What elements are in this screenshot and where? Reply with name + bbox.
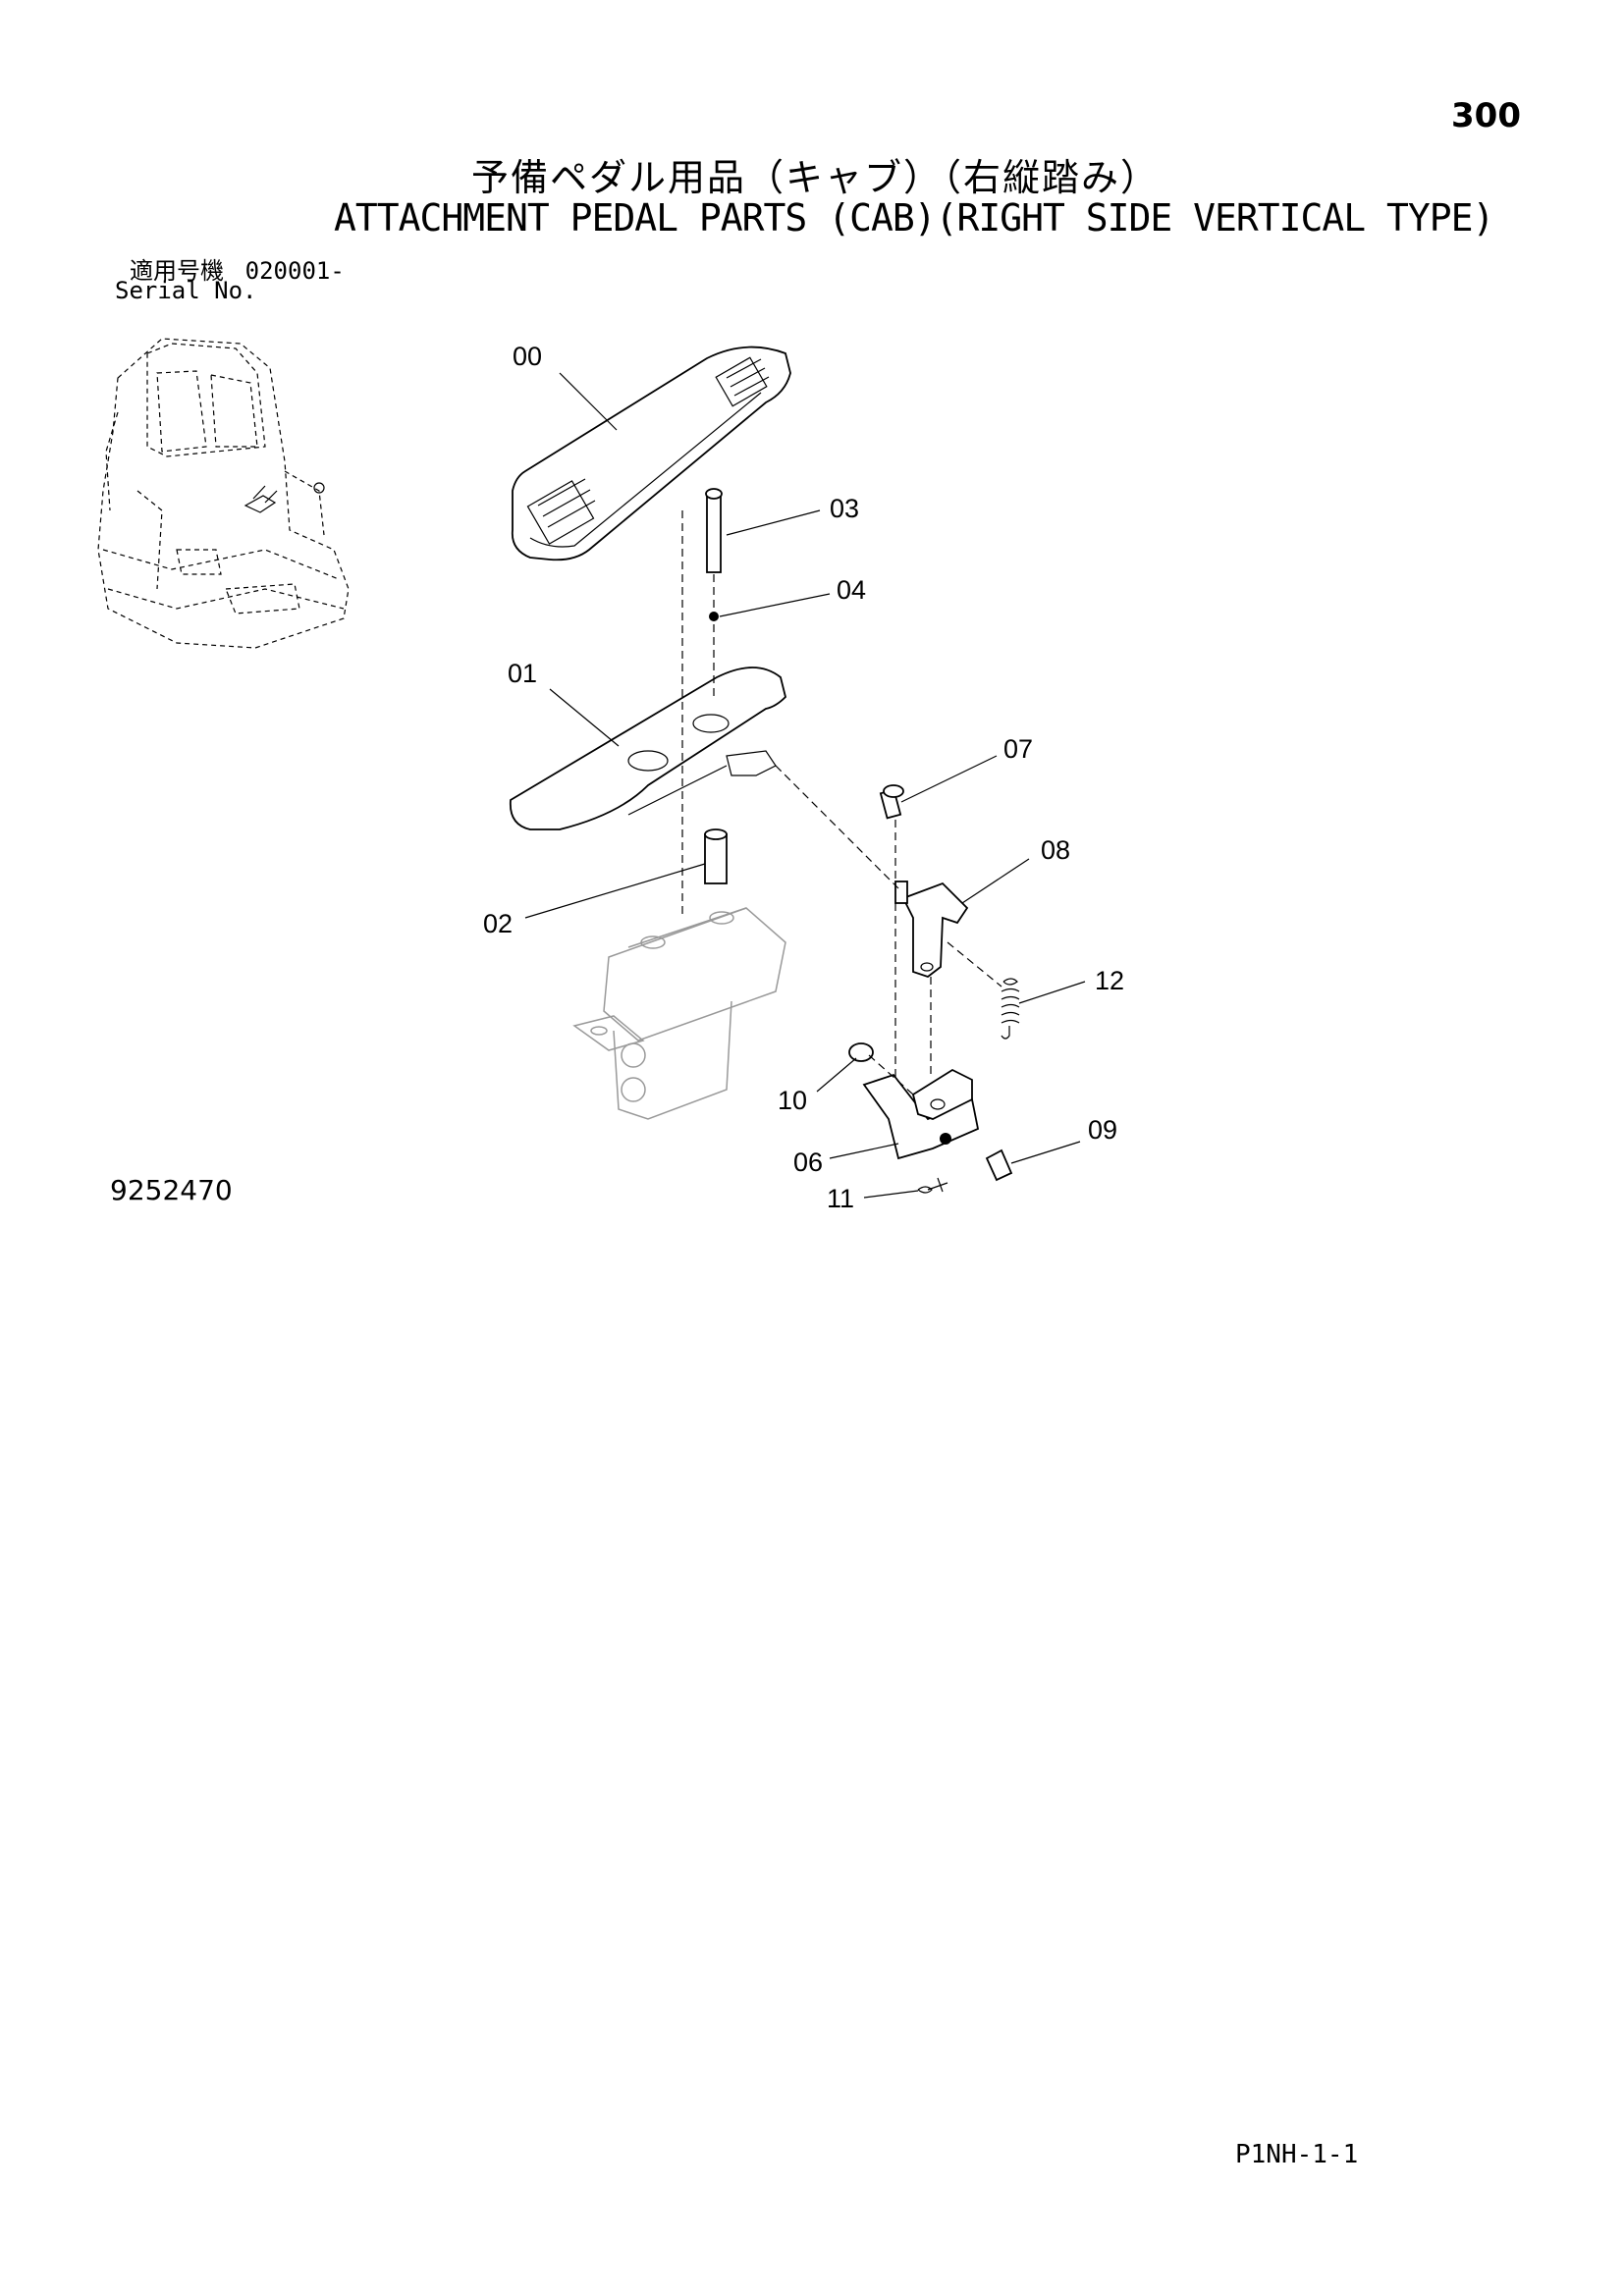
leader-lines	[524, 372, 1086, 1199]
serial-line-japanese: 適用号機 020001-	[130, 251, 345, 286]
pin-part	[704, 828, 728, 884]
callout-04: 04	[837, 575, 866, 605]
callout-00: 00	[513, 342, 542, 371]
callout-06: 06	[793, 1148, 823, 1177]
small-bolt-part	[879, 784, 904, 820]
callout-09: 09	[1088, 1115, 1117, 1145]
page-code: P1NH-1-1	[1235, 2140, 1359, 2169]
callout-03: 03	[830, 494, 859, 523]
callout-11: 11	[827, 1184, 854, 1213]
pedal-pad-part	[511, 346, 791, 561]
callout-07: 07	[1003, 734, 1033, 764]
callout-08: 08	[1041, 835, 1070, 865]
callout-02: 02	[483, 909, 513, 938]
bracket-upper-part	[894, 881, 969, 979]
cotter-pin-part	[917, 1177, 948, 1194]
spring-part	[1001, 978, 1020, 1040]
pedal-arm-part	[509, 667, 786, 830]
title-japanese: 予備ペダル用品（キャブ）（右縦踏み）	[471, 156, 1161, 199]
serial-value: 020001-	[244, 257, 345, 285]
washer-part	[709, 612, 719, 621]
flat-washer-part	[848, 1042, 874, 1062]
title-english: ATTACHMENT PEDAL PARTS (CAB)(RIGHT SIDE …	[334, 196, 1494, 240]
clevis-pin-part	[985, 1148, 1013, 1182]
drawing-number: 9252470	[110, 1174, 233, 1206]
callout-10: 10	[778, 1086, 807, 1115]
serial-label-english: Serial No.	[115, 277, 257, 304]
cab-locator-icon	[97, 338, 350, 649]
callout-01: 01	[508, 659, 537, 688]
valve-body	[572, 907, 786, 1120]
callout-12: 12	[1095, 966, 1124, 995]
page-number: 300	[1451, 96, 1521, 135]
callout-labels: 00 03 04 01 07 08 02 12 10 09 06 11	[483, 342, 1124, 1213]
bolt-part	[705, 488, 723, 573]
bracket-lower-part	[862, 1068, 980, 1160]
serial-label-jp: 適用号機	[130, 257, 224, 285]
assembly-lines	[681, 510, 1002, 1095]
